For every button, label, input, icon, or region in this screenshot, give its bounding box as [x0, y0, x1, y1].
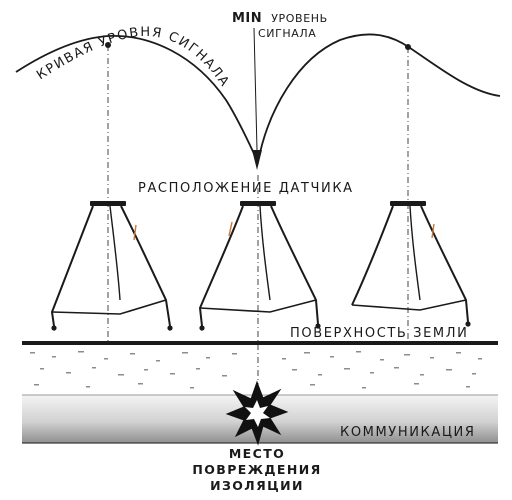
ground-surface-label: ПОВЕРХНОСТЬ ЗЕМЛИ — [290, 326, 468, 341]
min-arrowhead-icon — [252, 150, 262, 170]
fault-label-line3: ИЗОЛЯЦИИ — [210, 478, 304, 493]
min-level-word: УРОВЕНЬ — [271, 12, 328, 25]
fault-label-line1: МЕСТО — [229, 446, 285, 461]
soil-layer — [30, 351, 482, 389]
min-prefix: MIN — [232, 11, 262, 26]
explosion-burst-icon — [225, 380, 289, 446]
sensor-tripod-icon-right — [351, 201, 471, 327]
min-pointer-line — [253, 27, 258, 151]
signal-curve-label: КРИВАЯ УРОВНЯ СИГНАЛА — [34, 25, 232, 90]
min-signal-label-line2: СИГНАЛА — [258, 27, 316, 40]
sensor-tripod-icon-center — [198, 201, 321, 331]
communication-label: КОММУНИКАЦИЯ — [340, 425, 476, 440]
sensor-tripod-icon-left — [50, 201, 173, 331]
signal-curve-label-path: КРИВАЯ УРОВНЯ СИГНАЛА — [34, 25, 231, 90]
sensor-location-label: РАСПОЛОЖЕНИЕ ДАТЧИКА — [138, 181, 354, 196]
min-signal-label: MIN УРОВЕНЬ — [232, 7, 328, 26]
ground-surface-line — [22, 341, 498, 345]
fault-label-line2: ПОВРЕЖДЕНИЯ — [192, 462, 321, 477]
